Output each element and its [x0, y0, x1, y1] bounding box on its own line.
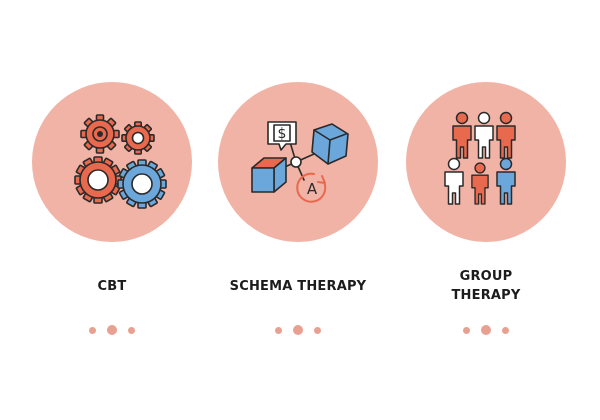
card-title: SCHEMA THERAPY	[194, 264, 402, 308]
card-schema-therapy: $	[214, 82, 382, 342]
gear-icon	[80, 114, 120, 154]
card-title-text: SCHEMA THERAPY	[229, 278, 367, 294]
group-people-icon	[444, 111, 516, 205]
gear-icon	[121, 121, 155, 155]
cbt-circle	[32, 82, 192, 242]
dot-active	[481, 325, 491, 335]
dot	[275, 326, 282, 334]
gear-icon	[74, 156, 122, 204]
card-title-line: GROUP	[459, 269, 513, 284]
dot	[89, 326, 96, 334]
dot-active	[107, 325, 117, 335]
dollar-bubble-icon: $	[267, 121, 297, 151]
dot	[128, 326, 135, 334]
gear-icon	[117, 159, 167, 209]
dot-active	[293, 325, 303, 335]
card-title: CBT	[8, 264, 216, 308]
dot	[314, 326, 321, 334]
card-title: GROUP THERAPY	[382, 264, 590, 308]
group-circle	[406, 82, 566, 242]
letter-a-glyph: A	[307, 180, 318, 198]
gears-icon	[74, 114, 167, 209]
card-title-line: THERAPY	[451, 288, 521, 303]
schema-diagram-icon: $	[251, 121, 349, 203]
letter-a-cycle-icon: A	[296, 172, 327, 203]
dot	[502, 326, 509, 334]
person-icon	[496, 111, 516, 159]
person-icon	[471, 162, 489, 205]
pagination-dots	[402, 322, 570, 338]
pagination-dots	[28, 322, 196, 338]
card-cbt: CBT	[28, 82, 196, 342]
cube-icon	[311, 123, 349, 165]
node-icon	[290, 156, 302, 168]
card-group-therapy: GROUP THERAPY	[402, 82, 570, 342]
dollar-glyph: $	[278, 126, 287, 142]
person-icon	[474, 111, 494, 159]
card-title-text: CBT	[97, 278, 127, 294]
cube-icon	[251, 157, 287, 193]
person-icon	[452, 111, 472, 159]
person-icon	[496, 157, 516, 205]
pagination-dots	[214, 322, 382, 338]
dot	[463, 326, 470, 334]
schema-circle: $	[218, 82, 378, 242]
person-icon	[444, 157, 464, 205]
